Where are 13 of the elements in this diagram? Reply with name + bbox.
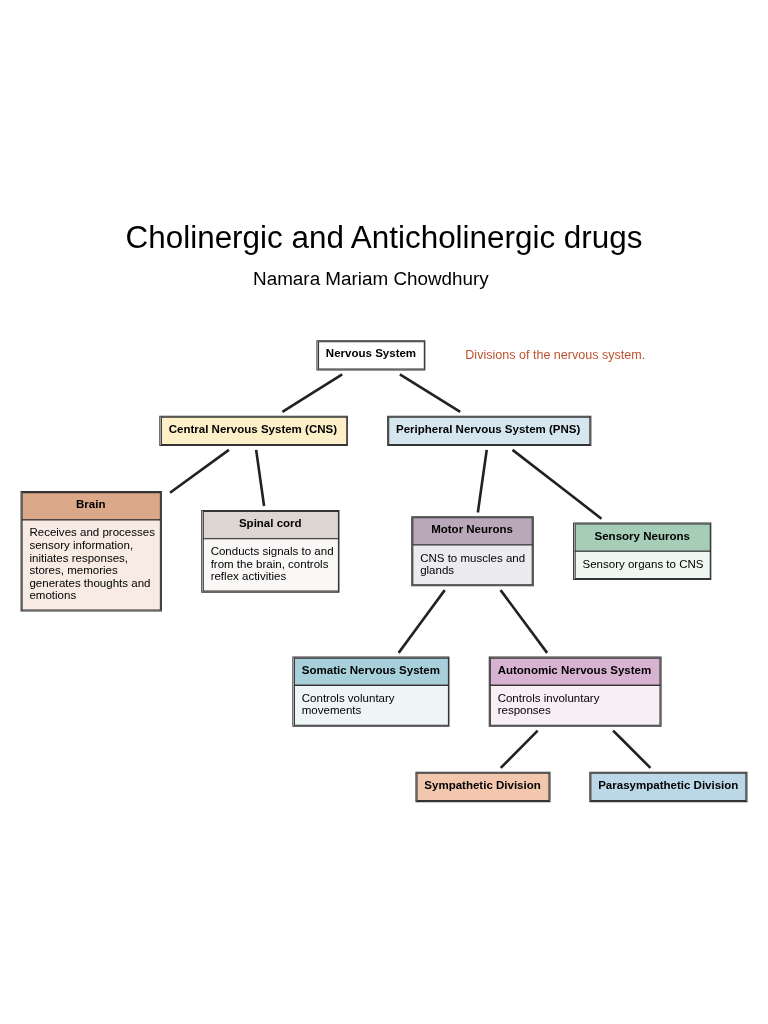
connector	[397, 589, 446, 654]
diagram-title: Cholinergic and Anticholinergic drugs	[125, 219, 643, 255]
connector	[476, 449, 488, 513]
label: Namara Mariam Chowdhury	[253, 267, 489, 289]
connector	[169, 448, 230, 494]
connector	[281, 373, 343, 413]
connector	[511, 448, 603, 520]
label: Divisions of the nervous system.	[465, 347, 646, 362]
connector	[499, 729, 539, 769]
connector	[499, 589, 549, 654]
connector	[612, 729, 652, 769]
connector	[399, 373, 461, 413]
connector	[254, 449, 266, 507]
